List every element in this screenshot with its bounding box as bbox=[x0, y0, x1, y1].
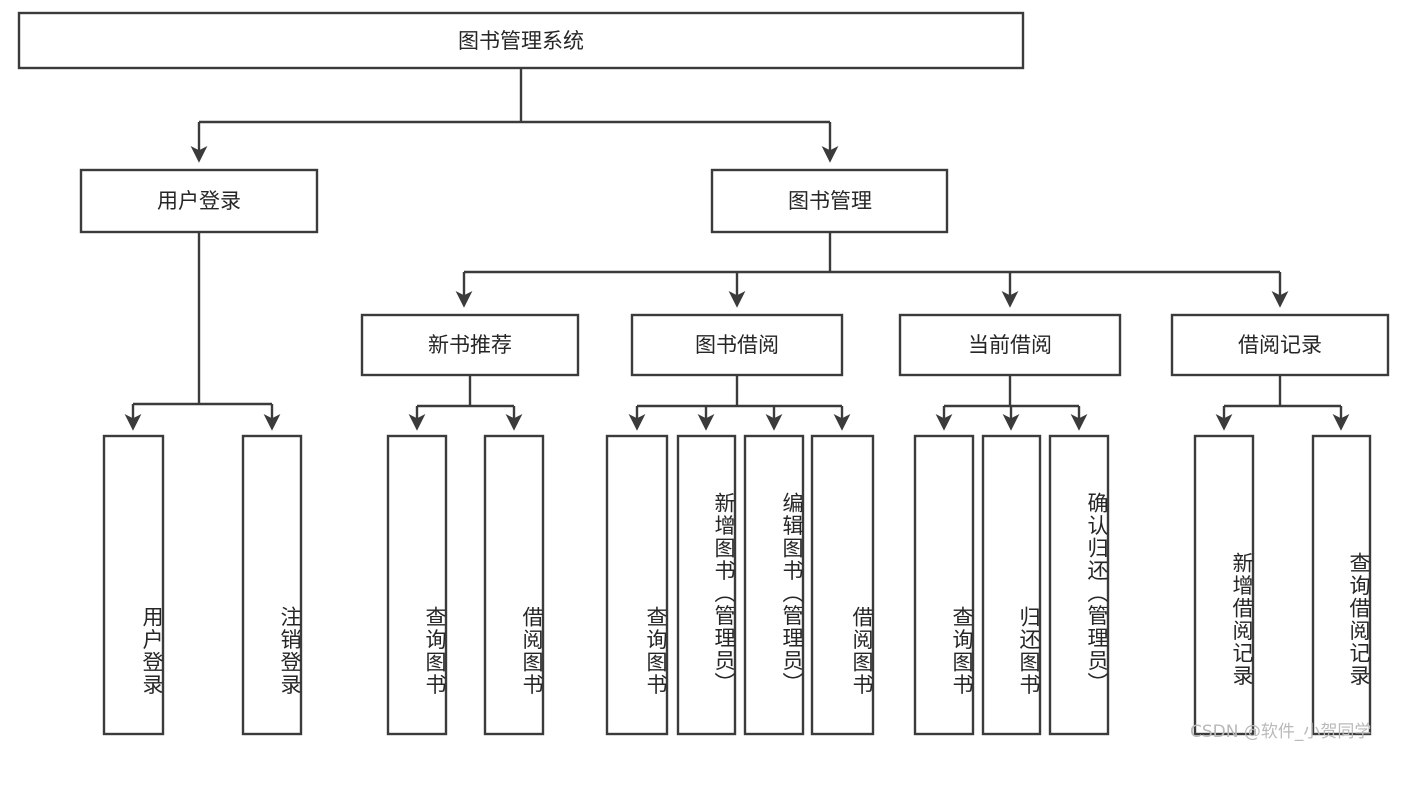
flowchart-svg: 图书管理系统 用户登录 图书管理 新书推荐 图书借阅 当前借阅 借阅记录 bbox=[17, 11, 1390, 736]
node-leaf-add-book-box[interactable] bbox=[676, 434, 737, 736]
node-root-box[interactable] bbox=[17, 11, 1025, 70]
connector-group-book-borrow bbox=[628, 375, 851, 431]
node-leaf-query-book-1-box[interactable] bbox=[386, 434, 448, 736]
connector-group-user-login bbox=[124, 232, 281, 431]
node-borrow-records[interactable]: 借阅记录 bbox=[1170, 313, 1390, 377]
node-leaf-user-login-box[interactable] bbox=[102, 434, 165, 736]
node-book-management-label: 图书管理 bbox=[788, 189, 872, 213]
connector-group-book-management bbox=[455, 232, 1289, 308]
node-book-borrow-box[interactable] bbox=[630, 313, 844, 377]
node-user-login[interactable]: 用户登录 bbox=[79, 168, 319, 234]
node-current-borrow-label: 当前借阅 bbox=[968, 333, 1052, 357]
connector-group-root bbox=[190, 68, 839, 163]
node-book-management[interactable]: 图书管理 bbox=[710, 168, 949, 234]
node-leaf-return-book-box[interactable] bbox=[981, 434, 1042, 736]
node-borrow-records-label: 借阅记录 bbox=[1238, 333, 1322, 357]
node-book-borrow-label: 图书借阅 bbox=[695, 333, 779, 357]
node-leaf-borrow-book-2-box[interactable] bbox=[810, 434, 875, 736]
node-user-login-label: 用户登录 bbox=[157, 189, 241, 213]
node-root-label: 图书管理系统 bbox=[458, 29, 584, 53]
node-leaf-query-book-3-box[interactable] bbox=[913, 434, 975, 736]
node-leaf-edit-book-box[interactable] bbox=[743, 434, 805, 736]
node-new-book-recommend-label: 新书推荐 bbox=[428, 333, 512, 357]
node-leaf-query-book-2-box[interactable] bbox=[605, 434, 669, 736]
node-leaf-borrow-book-1-box[interactable] bbox=[483, 434, 545, 736]
diagram-canvas: 图书管理系统 用户登录 图书管理 新书推荐 图书借阅 当前借阅 借阅记录 bbox=[17, 11, 1390, 742]
csdn-watermark: CSDN @软件_小贺同学 bbox=[1190, 722, 1372, 742]
node-leaf-logout-box[interactable] bbox=[241, 434, 303, 736]
node-user-login-box[interactable] bbox=[79, 168, 319, 234]
node-new-book-recommend-box[interactable] bbox=[360, 313, 580, 377]
node-leaf-query-record-box[interactable] bbox=[1311, 434, 1372, 736]
leaf-boxes bbox=[102, 434, 1372, 736]
connector-group-current-borrow bbox=[935, 375, 1088, 431]
connector-group-new-book-recommend bbox=[408, 375, 523, 431]
node-book-management-box[interactable] bbox=[710, 168, 949, 234]
node-leaf-add-record-box[interactable] bbox=[1193, 434, 1255, 736]
node-book-borrow[interactable]: 图书借阅 bbox=[630, 313, 844, 377]
node-leaf-confirm-return-box[interactable] bbox=[1048, 434, 1110, 736]
node-borrow-records-box[interactable] bbox=[1170, 313, 1390, 377]
node-new-book-recommend[interactable]: 新书推荐 bbox=[360, 313, 580, 377]
node-current-borrow[interactable]: 当前借阅 bbox=[898, 313, 1122, 377]
node-root[interactable]: 图书管理系统 bbox=[17, 11, 1025, 70]
connector-group-borrow-records bbox=[1215, 375, 1350, 431]
node-current-borrow-box[interactable] bbox=[898, 313, 1122, 377]
